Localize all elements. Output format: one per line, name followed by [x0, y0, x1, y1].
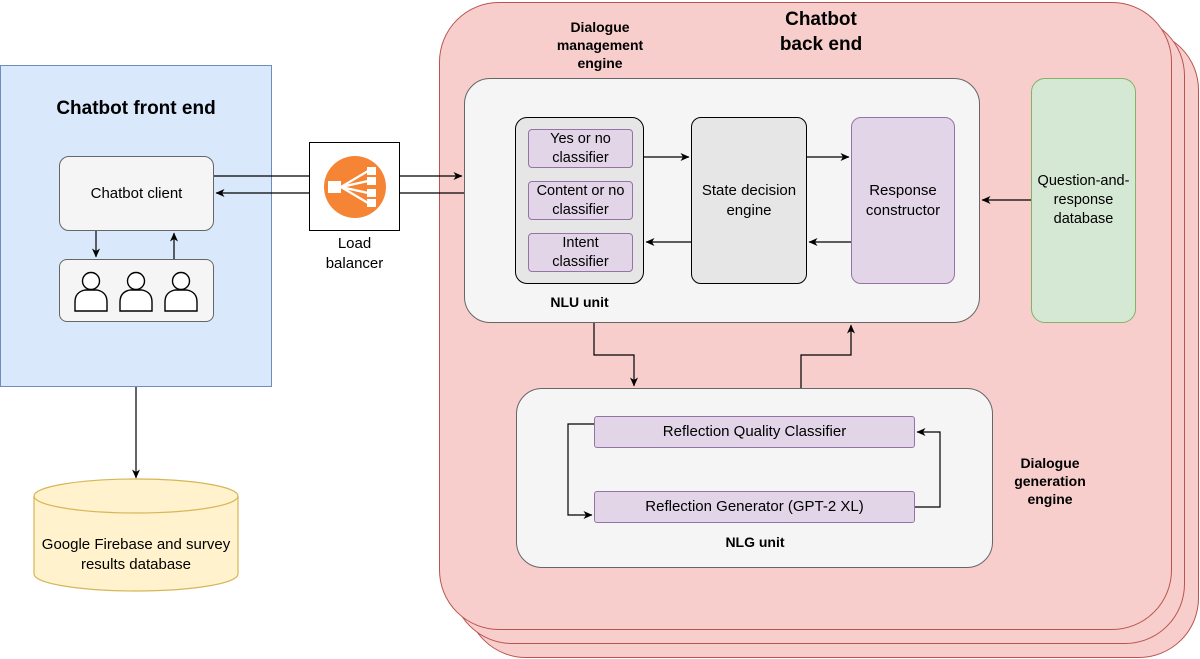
- content-classifier: Content or no classifier: [528, 181, 633, 220]
- dg-label-line2: generation: [1014, 473, 1086, 490]
- yes-no-line1: Yes or no: [550, 131, 611, 148]
- user-icon: [119, 271, 153, 312]
- reflection-quality-classifier: Reflection Quality Classifier: [594, 416, 915, 448]
- yes-no-line2: classifier: [552, 149, 609, 166]
- arrow-generator-to-classifier: [915, 428, 941, 508]
- load-balancer-label: Load balancer: [309, 234, 400, 273]
- content-line2: classifier: [552, 201, 609, 218]
- content-line1: Content or no: [536, 183, 625, 200]
- backend-title-line2: back end: [779, 33, 863, 55]
- firebase-label-line1: Google Firebase and survey: [41, 536, 231, 553]
- firebase-database-icon: [33, 478, 239, 592]
- users-icon: [74, 271, 198, 312]
- load-balancer-label-line1: Load: [337, 235, 372, 252]
- dg-label-line1: Dialogue: [1020, 455, 1080, 471]
- response-line1: Response: [869, 182, 937, 199]
- dialogue-management-label: Dialogue management engine: [540, 18, 660, 73]
- arrow-dm-to-nlg: [593, 323, 638, 387]
- state-line2: engine: [726, 201, 772, 219]
- arrow-nlg-to-dm: [800, 324, 855, 388]
- state-decision-engine: State decision engine: [691, 117, 807, 284]
- load-balancer-box: [309, 142, 400, 231]
- intent-line1: Intent: [562, 235, 599, 252]
- user-icon: [164, 271, 198, 312]
- dm-label-line2: management: [556, 37, 644, 54]
- users-box: [59, 259, 214, 322]
- backend-title: Chatbot back end: [740, 8, 902, 57]
- nlg-unit-label: NLG unit: [725, 534, 785, 550]
- intent-classifier: Intent classifier: [528, 233, 633, 272]
- yes-no-classifier: Yes or no classifier: [528, 129, 633, 168]
- load-balancer-label-line2: balancer: [325, 254, 384, 272]
- dg-label-line3: engine: [1027, 491, 1073, 508]
- frontend-title: Chatbot front end: [56, 98, 216, 119]
- dialogue-generation-label: Dialogue generation engine: [995, 454, 1105, 509]
- dm-label-line1: Dialogue: [570, 19, 630, 35]
- nlu-unit-label: NLU unit: [550, 294, 609, 310]
- backend-title-line1: Chatbot: [785, 9, 857, 30]
- dm-label-line3: engine: [577, 55, 623, 72]
- firebase-label: Google Firebase and survey results datab…: [33, 535, 239, 574]
- arrow-classifier-to-generator: [567, 423, 594, 519]
- intent-line2: classifier: [552, 253, 609, 270]
- response-line2: constructor: [865, 201, 941, 219]
- qa-db-line1: Question-and-: [1037, 173, 1130, 190]
- chatbot-client-box: Chatbot client: [59, 156, 214, 231]
- qa-db-line3: database: [1053, 210, 1114, 227]
- load-balancer-icon: [324, 156, 386, 218]
- response-constructor: Response constructor: [851, 117, 955, 284]
- qa-db-line2: response: [1053, 192, 1114, 209]
- state-line1: State decision: [701, 182, 797, 199]
- user-icon: [74, 271, 108, 312]
- firebase-label-line2: results database: [80, 555, 192, 573]
- reflection-generator: Reflection Generator (GPT-2 XL): [594, 491, 915, 523]
- question-response-database: Question-and- response database: [1031, 78, 1136, 323]
